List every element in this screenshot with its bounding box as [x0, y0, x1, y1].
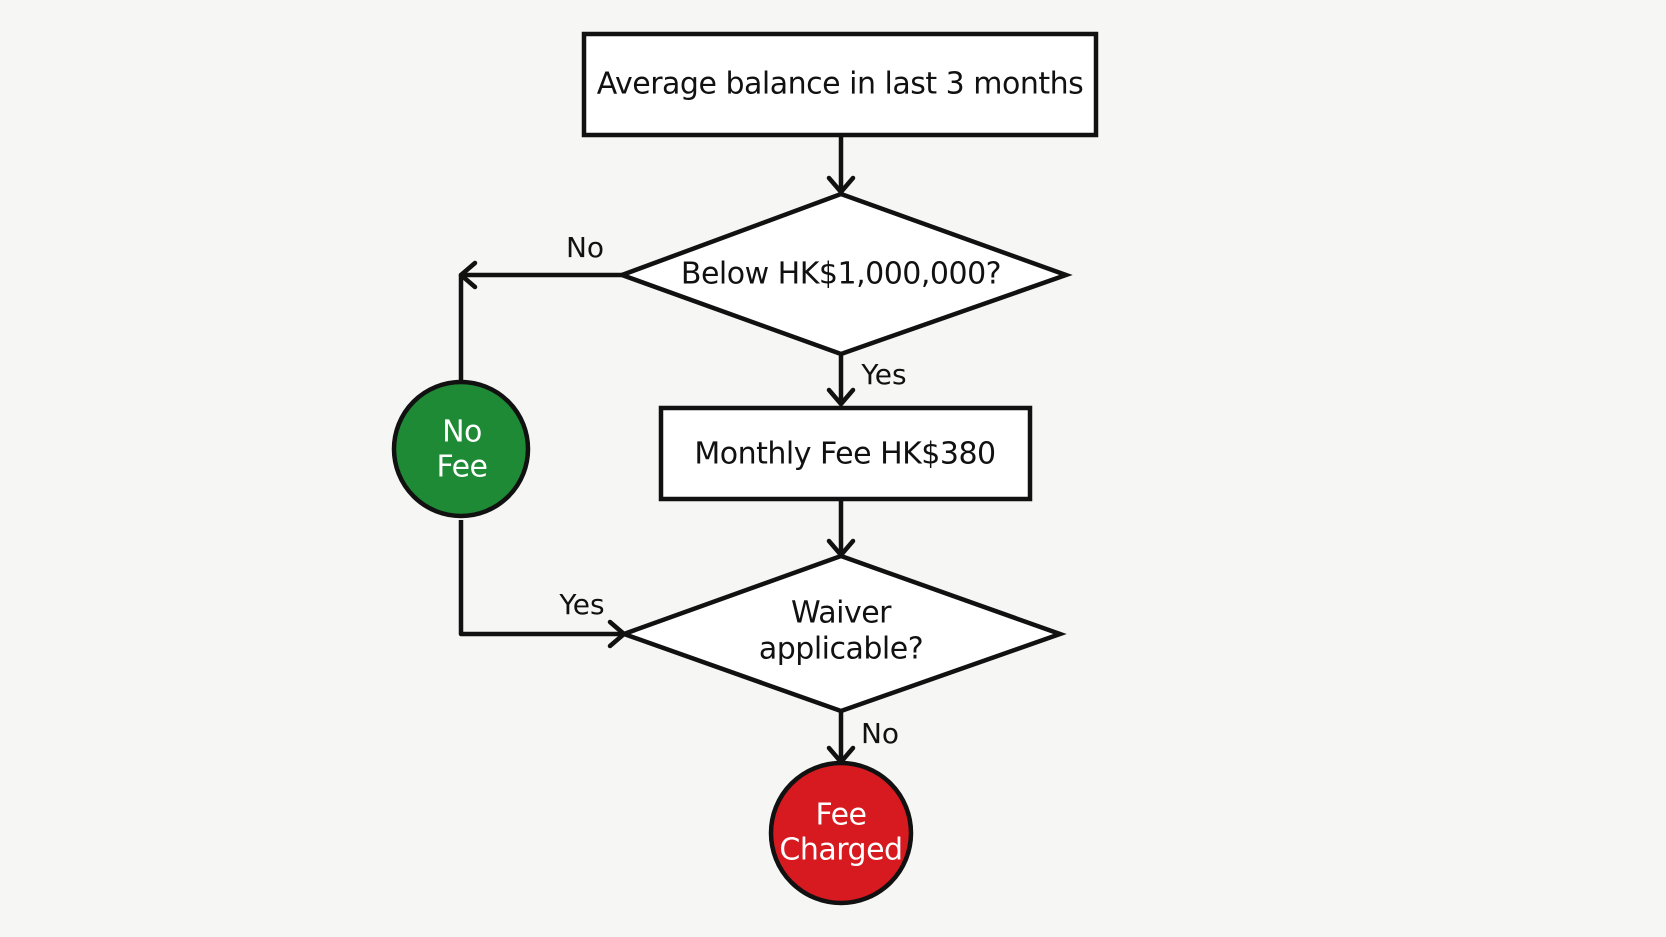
no-fee-circle: No Fee	[391, 379, 531, 519]
edge-balance-no-to-no-fee	[458, 260, 622, 380]
start-box: Average balance in last 3 months	[581, 31, 1099, 138]
no-fee-label-line1: No	[442, 415, 482, 450]
start-box-label: Average balance in last 3 months	[597, 67, 1084, 102]
edge-start-to-balance-decision	[826, 135, 856, 195]
monthly-fee-box: Monthly Fee HK$380	[658, 405, 1033, 502]
edge-label-waiver-no: No	[861, 717, 899, 750]
waiver-decision-label-line2: applicable?	[759, 632, 923, 667]
edge-label-balance-no: No	[566, 231, 604, 264]
fee-charged-label-line2: Charged	[779, 833, 902, 868]
no-fee-label-line2: Fee	[436, 450, 487, 485]
no-fee-circle-shape	[391, 379, 531, 519]
edge-balance-yes-to-monthly-fee	[826, 354, 856, 407]
waiver-decision-diamond: Waiver applicable?	[617, 553, 1067, 714]
edge-waiver-no-to-fee-charged	[826, 711, 856, 765]
monthly-fee-label: Monthly Fee HK$380	[694, 437, 995, 472]
edge-waiver-yes-to-no-fee	[458, 520, 627, 649]
balance-decision-label: Below HK$1,000,000?	[681, 257, 1001, 292]
edge-label-balance-yes: Yes	[860, 358, 906, 391]
balance-decision-diamond: Below HK$1,000,000?	[615, 191, 1073, 357]
waiver-decision-label-line1: Waiver	[791, 596, 892, 631]
fee-charged-circle: Fee Charged	[768, 760, 914, 906]
fee-charged-label-line1: Fee	[815, 798, 866, 833]
edge-label-waiver-yes: Yes	[558, 588, 604, 621]
edge-monthly-fee-to-waiver-decision	[826, 499, 856, 558]
fee-charged-circle-shape	[768, 760, 914, 906]
